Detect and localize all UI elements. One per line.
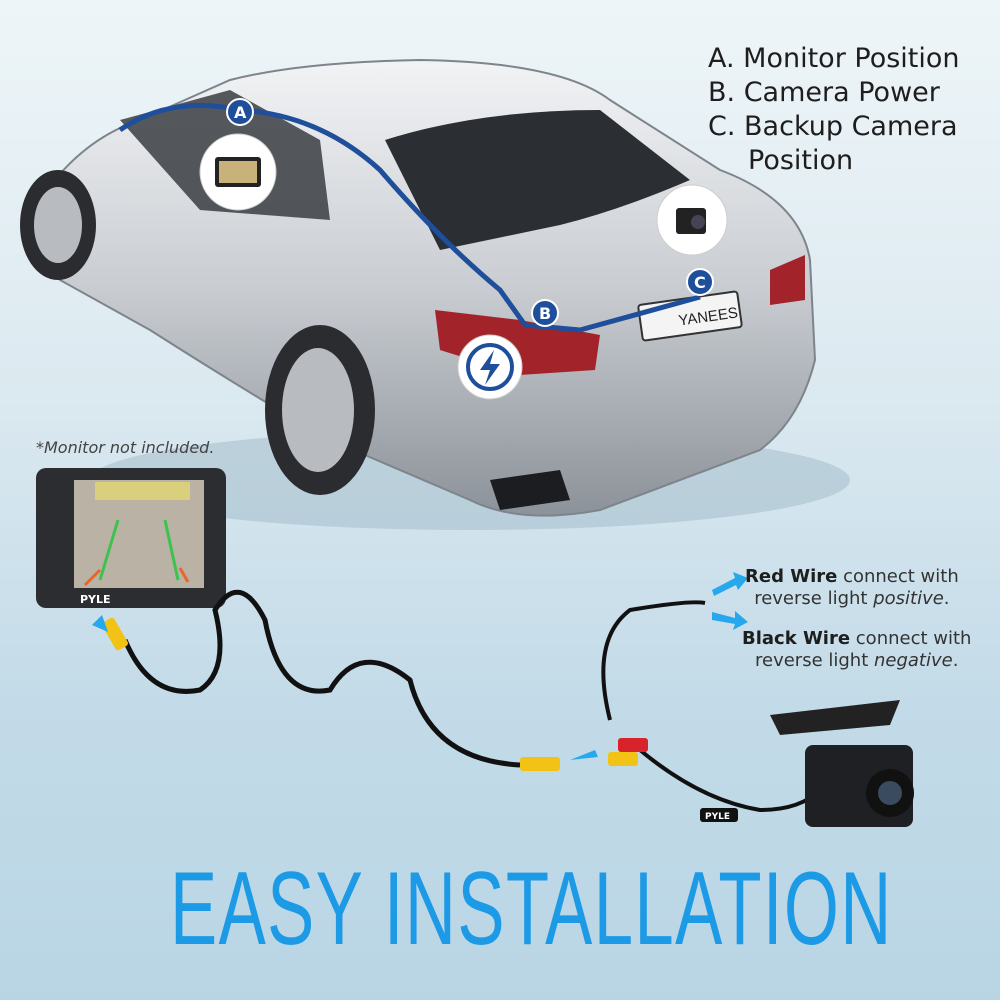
pointer-arrows xyxy=(92,572,748,760)
headline: EASY INSTALLATION xyxy=(0,850,1000,969)
camera-position-icon xyxy=(656,184,728,256)
camera-cable xyxy=(638,748,822,813)
monitor-position-icon xyxy=(199,133,277,211)
marker-c: C xyxy=(686,268,714,296)
legend-item-b: B. Camera Power xyxy=(708,77,940,108)
monitor-not-included-note: *Monitor not included. xyxy=(36,438,215,457)
marker-a: A xyxy=(226,98,254,126)
installation-legend: A. Monitor Position B. Camera Power C. B… xyxy=(708,42,960,178)
svg-text:PYLE: PYLE xyxy=(705,812,730,822)
monitor-image: PYLE xyxy=(36,468,226,608)
legend-item-a: A. Monitor Position xyxy=(708,43,960,74)
marker-b: B xyxy=(531,299,559,327)
svg-text:C: C xyxy=(694,273,706,292)
black-wire-instruction: Black Wire connect with reverse light ne… xyxy=(742,628,972,671)
backup-camera-image xyxy=(770,700,914,827)
headline-text: EASY INSTALLATION xyxy=(170,851,893,967)
wiring-route-line xyxy=(118,103,701,333)
yellow-rca-connector xyxy=(520,757,560,771)
svg-text:B: B xyxy=(539,304,551,323)
legend-item-c: C. Backup Camera xyxy=(708,111,958,142)
red-wire-instruction: Red Wire connect with reverse light posi… xyxy=(745,566,959,609)
legend-item-c-continuation: Position xyxy=(748,145,854,176)
svg-text:PYLE: PYLE xyxy=(80,593,111,606)
power-lightning-icon xyxy=(457,334,523,400)
svg-text:A: A xyxy=(234,103,247,122)
video-cable xyxy=(122,589,521,768)
